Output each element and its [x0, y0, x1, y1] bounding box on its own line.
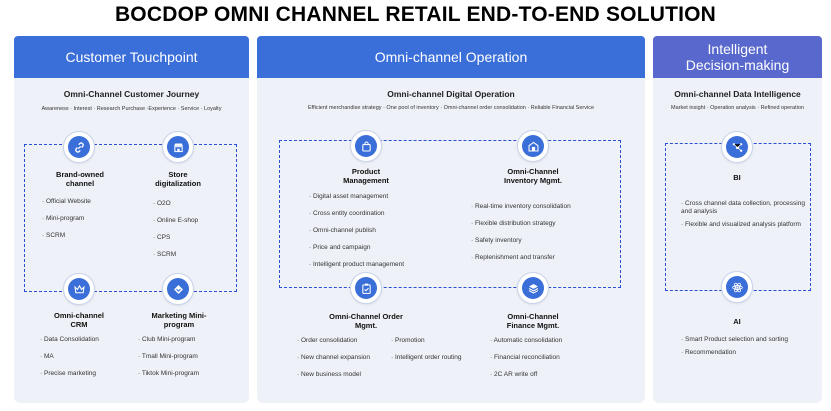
- page-title: BOCDOP OMNI CHANNEL RETAIL END-TO-END SO…: [114, 3, 717, 26]
- list-item: SCRM: [153, 251, 198, 259]
- list-item: 2C AR write off: [490, 371, 562, 379]
- store-icon: [173, 142, 183, 152]
- list-item: MA: [40, 353, 99, 361]
- list-item: Real-time inventory consolidation: [471, 203, 571, 211]
- omni-operation-header: Omni-channel Operation: [257, 36, 645, 78]
- finance-label: Omni-Channel Finance Mgmt.: [506, 312, 560, 330]
- list-item: Data Consolidation: [40, 336, 99, 344]
- order-list-right: Promotion Intelligent order routing: [391, 337, 462, 371]
- finance-list: Automatic consolidation Financial reconc…: [490, 337, 563, 388]
- list-item: Intelligent product management: [309, 261, 404, 269]
- brand-channel-list: Official Website Mini-program SCRM: [42, 198, 91, 249]
- diamond-icon: [173, 284, 183, 294]
- omni-operation-panel: Omni-channel Operation Omni-channel Digi…: [257, 36, 645, 403]
- list-item: SCRM: [42, 232, 91, 240]
- list-item: O2O: [153, 200, 198, 208]
- product-node: [350, 130, 382, 162]
- mini-program-node: [162, 273, 194, 305]
- digital-operation-title: Omni-channel Digital Operation: [387, 89, 515, 99]
- crm-list: Data Consolidation MA Precise marketing: [40, 336, 99, 387]
- product-label: Product Management: [343, 167, 389, 185]
- crm-node: [63, 273, 95, 305]
- list-item: New channel expansion: [297, 354, 370, 362]
- brand-channel-node: [63, 131, 95, 163]
- ai-node: [721, 271, 753, 303]
- customer-touchpoint-panel: Customer Touchpoint Omni-Channel Custome…: [14, 36, 249, 403]
- ai-label: AI: [733, 317, 741, 326]
- list-item: Tiktok Mini-program: [138, 370, 199, 378]
- list-item: Omni-channel publish: [309, 227, 404, 235]
- network-icon: [732, 142, 742, 152]
- store-label: Store digitalization: [155, 170, 201, 188]
- list-item: Safety inventory: [471, 237, 571, 245]
- bi-node: [721, 131, 753, 163]
- list-item: Financial reconciliation: [490, 354, 562, 362]
- bag-icon: [361, 141, 371, 151]
- bi-label: BI: [733, 173, 741, 182]
- crown-icon: [73, 284, 85, 293]
- list-item: Order consolidation: [297, 337, 370, 345]
- list-item: Promotion: [391, 337, 461, 345]
- list-item: Intelligent order routing: [391, 354, 462, 362]
- list-item: Flexible and visualized analysis platfor…: [681, 221, 805, 229]
- list-item: Flexible distribution strategy: [471, 220, 571, 228]
- list-item: Official Website: [42, 198, 91, 206]
- data-intelligence-tags: Market insight · Operation analysis · Re…: [671, 105, 804, 111]
- list-item: Online E-shop: [153, 217, 198, 225]
- order-label: Omni-Channel Order Mgmt.: [329, 312, 403, 330]
- ai-list: Smart Product selection and sorting Reco…: [681, 336, 805, 366]
- atom-icon: [731, 282, 743, 292]
- store-list: O2O Online E-shop CPS SCRM: [153, 200, 198, 268]
- list-item: CPS: [153, 234, 198, 242]
- digital-operation-tags: Efficient merchandise strategy · One poo…: [307, 105, 595, 111]
- order-node: [350, 272, 382, 304]
- intelligent-decision-panel: Intelligent Decision-making Omni-channel…: [653, 36, 822, 403]
- order-list-left: Order consolidation New channel expansio…: [297, 337, 370, 388]
- customer-dashed-frame: [24, 144, 237, 292]
- list-item: Cross entity coordination: [309, 210, 404, 218]
- list-item: Recommendation: [681, 349, 805, 357]
- finance-node: [517, 272, 549, 304]
- layers-icon: [528, 283, 538, 294]
- inventory-list: Real-time inventory consolidation Flexib…: [471, 203, 571, 271]
- list-item: Precise marketing: [40, 370, 99, 378]
- mini-program-list: Club Mini-program Tmall Mini-program Tik…: [138, 336, 199, 387]
- product-list: Digital asset management Cross entity co…: [309, 193, 404, 278]
- intelligent-header-line2: Decision-making: [685, 57, 790, 73]
- brand-channel-label: Brand-owned channel: [56, 170, 104, 188]
- list-item: Mini-program: [42, 215, 91, 223]
- intelligent-decision-header: Intelligent Decision-making: [653, 36, 822, 78]
- list-item: Smart Product selection and sorting: [681, 336, 805, 344]
- warehouse-icon: [528, 141, 538, 151]
- clipboard-icon: [361, 283, 371, 294]
- operation-dashed-frame: [279, 140, 621, 288]
- crm-label: Omni-channel CRM: [53, 311, 104, 329]
- bi-list: Cross channel data collection, processin…: [681, 200, 805, 238]
- customer-journey-title: Omni-Channel Customer Journey: [63, 89, 200, 99]
- list-item: Replenishment and transfer: [471, 254, 571, 262]
- store-node: [162, 131, 194, 163]
- inventory-node: [517, 130, 549, 162]
- list-item: Automatic consolidation: [490, 337, 563, 345]
- list-item: Price and campaign: [309, 244, 404, 252]
- list-item: New business model: [297, 371, 370, 379]
- list-item: Club Mini-program: [138, 336, 199, 344]
- data-intelligence-title: Omni-channel Data Intelligence: [674, 89, 801, 99]
- mini-program-label: Marketing Mini-program: [151, 311, 207, 329]
- intelligent-header-line1: Intelligent: [707, 41, 768, 57]
- list-item: Digital asset management: [309, 193, 404, 201]
- link-icon: [74, 141, 84, 153]
- inventory-label: Omni-Channel Inventory Mgmt.: [504, 167, 562, 185]
- customer-touchpoint-header: Customer Touchpoint: [14, 36, 249, 78]
- customer-journey-tags: Awareness · Interest · Research Purchase…: [41, 106, 222, 112]
- list-item: Tmall Mini-program: [138, 353, 199, 361]
- list-item: Cross channel data collection, processin…: [681, 200, 805, 216]
